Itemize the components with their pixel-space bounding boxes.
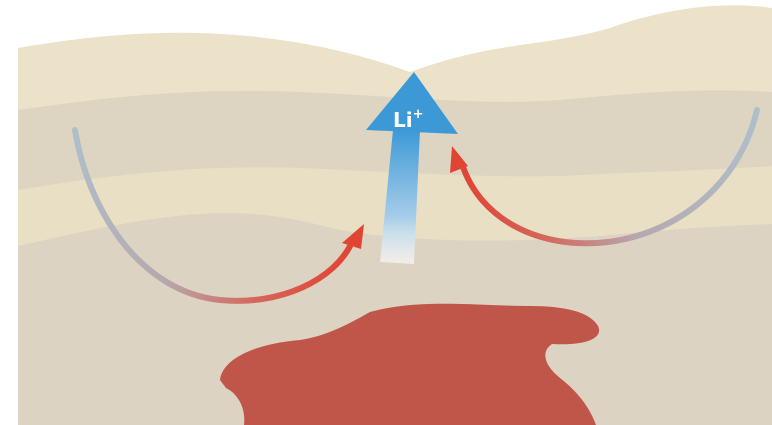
lithium-ion-symbol: Li (393, 108, 413, 132)
lithium-ion-charge: + (413, 107, 424, 122)
